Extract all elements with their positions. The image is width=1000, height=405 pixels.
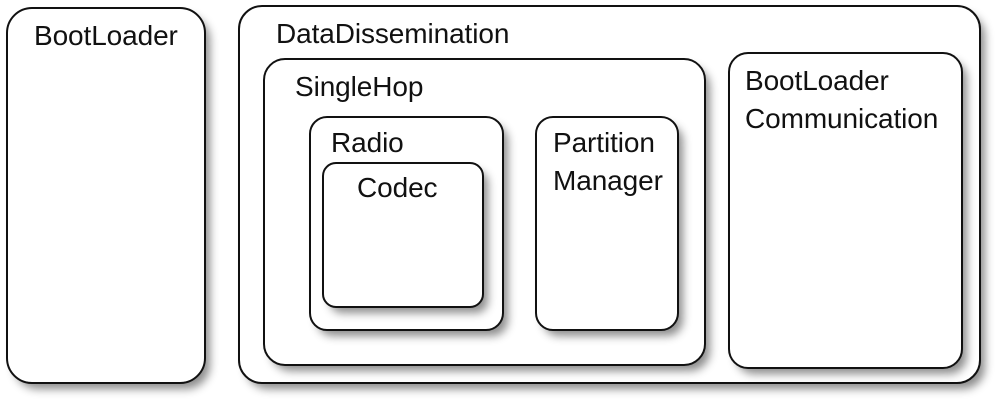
- component-label-bootloader: BootLoader: [34, 20, 178, 51]
- component-label-radio: Radio: [331, 127, 404, 158]
- component-label-partition-manager: Partition Manager: [553, 127, 663, 196]
- component-box-partition-manager[interactable]: Partition Manager: [535, 116, 679, 331]
- component-label-codec: Codec: [357, 172, 438, 203]
- component-box-bootloader[interactable]: BootLoader: [6, 7, 206, 384]
- component-label-datadissemination: DataDissemination: [276, 18, 510, 49]
- component-label-singlehop: SingleHop: [295, 71, 424, 102]
- component-box-bootloader-communication[interactable]: BootLoader Communication: [728, 52, 963, 369]
- component-box-codec[interactable]: Codec: [322, 162, 484, 308]
- component-label-bootloader-communication: BootLoader Communication: [745, 65, 939, 134]
